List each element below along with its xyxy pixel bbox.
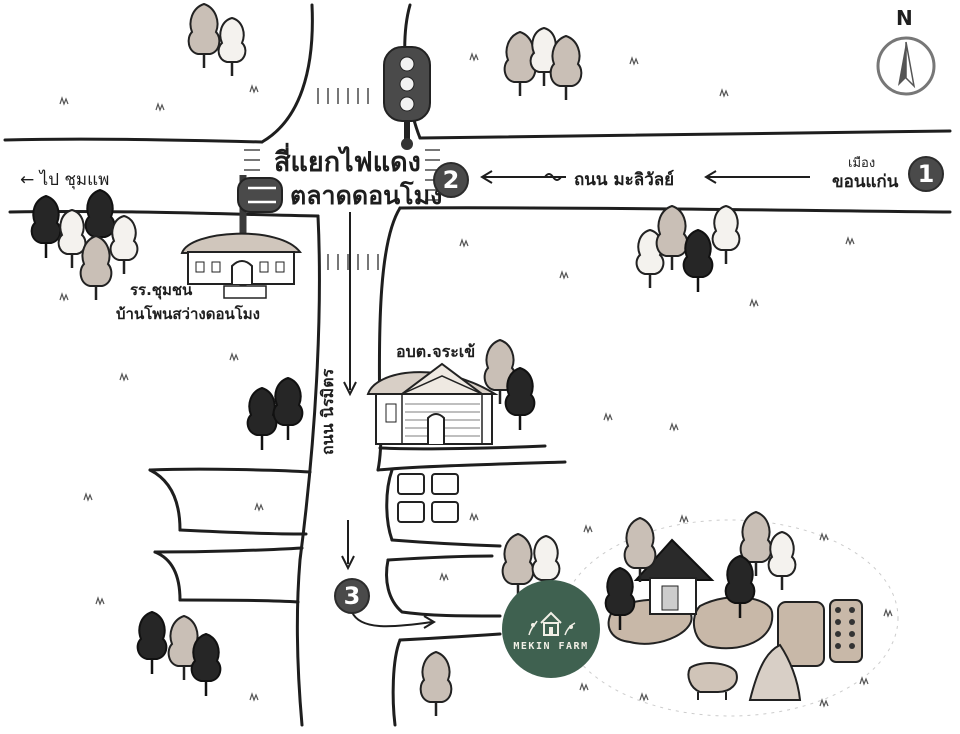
school-building-icon: [180, 232, 302, 285]
marker-2: 2: [433, 162, 469, 198]
compass-north-label: N: [896, 6, 913, 30]
school-label-line1: รร.ชุมชน: [130, 281, 193, 299]
logo-text: MEKIN FARM: [513, 640, 589, 652]
sao-label: อบต.จระเข้: [396, 342, 476, 361]
crop-plots: [397, 473, 459, 523]
khon-kaen-label: ขอนแก่น: [832, 172, 899, 192]
farm-area: [561, 519, 899, 717]
compass-icon: [876, 36, 936, 96]
traffic-light-icon: [383, 46, 431, 150]
marker-1: 1: [908, 156, 944, 192]
road-mali-wan-label: ถนน มะลิวัลย์: [574, 170, 675, 190]
sao-building-icon: [366, 362, 499, 445]
mekin-farm-logo: MEKIN FARM: [502, 580, 600, 678]
farm-house-icon: [528, 611, 576, 636]
to-chum-phae-label: ← ไป ชุมแพ: [20, 170, 110, 190]
school-label-line2: บ้านโพนสว่างดอนโมง: [116, 305, 260, 323]
road-niramit-label: ถนน นิรมิตร: [318, 368, 337, 455]
marker-3: 3: [334, 578, 370, 614]
intersection-label-line1: สี่แยกไฟแดง: [274, 147, 421, 178]
intersection-label-line2: ตลาดดอนโมง: [290, 181, 443, 210]
route-arrows: [341, 170, 810, 629]
khon-kaen-top-label: เมือง: [848, 156, 876, 171]
road-network: [3, 3, 952, 727]
